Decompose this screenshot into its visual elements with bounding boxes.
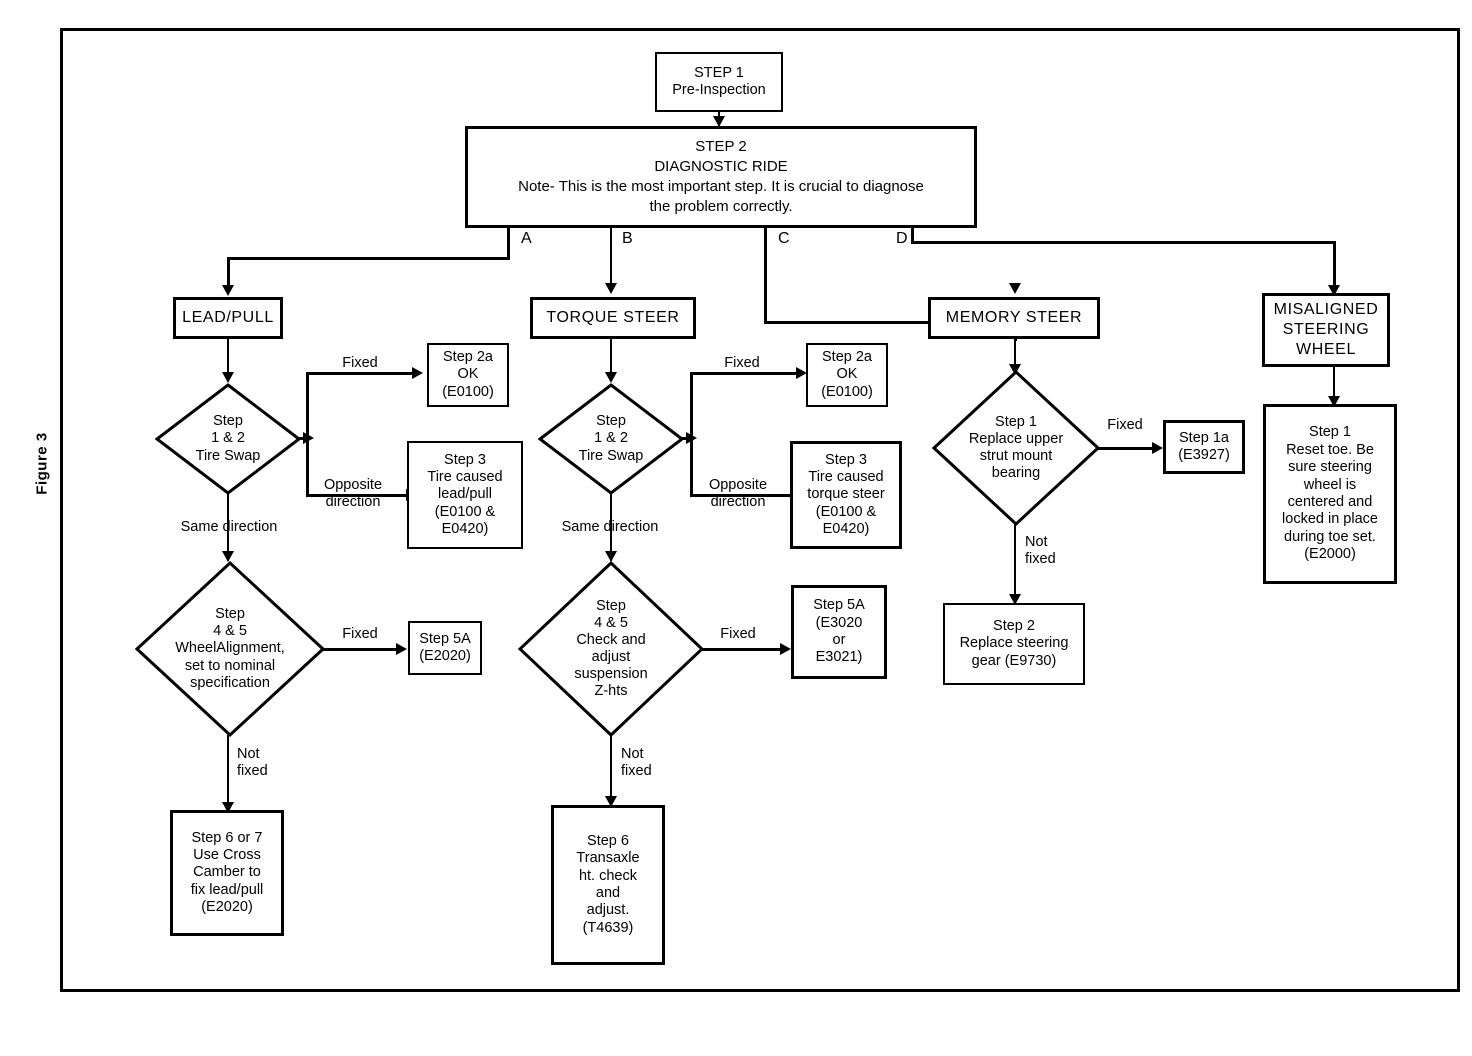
edge-ts-same-direction (610, 493, 612, 561)
edge-branch-c-run (764, 321, 1017, 324)
arrowhead-ts-step45-fixed (780, 643, 791, 655)
edge-misaligned-to-step1 (1333, 367, 1335, 405)
edge-lp-notfixed (227, 735, 229, 811)
arrowhead-torquesteer-tireswap (605, 372, 617, 383)
edge-branch-a-run (227, 257, 510, 260)
arrowhead-lp-fixed (412, 367, 423, 379)
arrowhead-step1-step2 (713, 116, 725, 127)
edge-branch-b (610, 228, 612, 288)
edge-branch-c-drop (764, 228, 767, 324)
node-lp-step-5a: Step 5A (E2020) (408, 621, 482, 675)
node-lp-step-3: Step 3 Tire caused lead/pull (E0100 & E0… (407, 441, 523, 549)
edge-label-lp-notfixed: Not fixed (237, 746, 268, 779)
edge-lp-fixed (306, 372, 416, 375)
branch-label-c: C (778, 230, 790, 247)
arrowhead-ms-notfixed (1009, 594, 1021, 605)
edge-label-ts-opposite: Opposite direction (708, 477, 768, 510)
edge-label-ts-fixed: Fixed (724, 355, 760, 371)
node-memory-steer: MEMORY STEER (928, 297, 1100, 339)
node-torque-steer: TORQUE STEER (530, 297, 696, 339)
arrowhead-lp-same-direction (222, 551, 234, 562)
edge-ts-notfixed (610, 735, 612, 805)
edge-branch-d-run (911, 241, 1335, 244)
arrowhead-branch-b (605, 283, 617, 294)
node-ts-step-2a: Step 2a OK (E0100) (806, 343, 888, 407)
node-step-2: STEP 2 DIAGNOSTIC RIDE Note- This is the… (465, 126, 977, 228)
node-ms-step-2: Step 2 Replace steering gear (E9730) (943, 603, 1085, 685)
edge-ts-fixed (690, 372, 800, 375)
node-ts-step-6: Step 6 Transaxle ht. check and adjust. (… (551, 805, 665, 965)
edge-leadpull-to-tireswap (227, 339, 229, 381)
edge-branch-d-drop (911, 228, 914, 244)
arrowhead-ts-notfixed (605, 796, 617, 807)
arrowhead-ms-fixed (1152, 442, 1163, 454)
edge-label-lp-opposite: Opposite direction (323, 477, 383, 510)
edge-lp-bus (306, 372, 309, 496)
node-lp-step-4-5: Step 4 & 5 WheelAlignment, set to nomina… (135, 561, 325, 737)
node-ts-step-4-5: Step 4 & 5 Check and adjust suspension Z… (518, 561, 704, 737)
diamond-shape-icon (932, 370, 1100, 526)
edge-label-ts-same-direction: Same direction (561, 519, 659, 535)
arrowhead-lp-step45-fixed (396, 643, 407, 655)
edge-branch-d-down (1333, 241, 1336, 289)
edge-lp-opposite (306, 494, 410, 497)
edge-ts-opposite (690, 494, 794, 497)
diamond-shape-icon (135, 561, 325, 737)
node-ts-tire-swap: Step 1 & 2 Tire Swap (538, 383, 684, 495)
arrowhead-branch-d (1328, 285, 1340, 296)
node-ts-step-4-5-label: Step 4 & 5 Check and adjust suspension Z… (574, 597, 648, 700)
edge-ts-step45-fixed (700, 648, 786, 651)
arrowhead-branch-a (222, 285, 234, 296)
branch-label-b: B (622, 230, 633, 247)
edge-memorysteer-to-step1 (1014, 339, 1016, 375)
arrowhead-ts-same-direction (605, 551, 617, 562)
node-lead-pull: LEAD/PULL (173, 297, 283, 339)
edge-label-lp-same-direction: Same direction (180, 519, 278, 535)
arrowhead-ts-fixed (796, 367, 807, 379)
node-ms-step-1: Step 1 Replace upper strut mount bearing (932, 370, 1100, 526)
node-mw-step-1: Step 1 Reset toe. Be sure steering wheel… (1263, 404, 1397, 584)
node-lp-tire-swap: Step 1 & 2 Tire Swap (155, 383, 301, 495)
node-ms-step-1-label: Step 1 Replace upper strut mount bearing (968, 413, 1064, 482)
node-lp-step-2a: Step 2a OK (E0100) (427, 343, 509, 407)
node-ts-tire-swap-label: Step 1 & 2 Tire Swap (578, 413, 644, 464)
edge-lp-same-direction (227, 493, 229, 561)
branch-label-a: A (521, 230, 532, 247)
arrowhead-memorysteer-step1 (1009, 364, 1021, 375)
node-ts-step-3: Step 3 Tire caused torque steer (E0100 &… (790, 441, 902, 549)
edge-label-lp-fixed: Fixed (342, 355, 378, 371)
edge-label-lp-fixed2: Fixed (342, 626, 378, 642)
edge-ms-fixed (1097, 447, 1159, 450)
edge-ts-bus (690, 372, 693, 496)
edge-torquesteer-to-tireswap (610, 339, 612, 381)
figure-border (60, 28, 1460, 992)
node-lp-step-4-5-label: Step 4 & 5 WheelAlignment, set to nomina… (175, 606, 285, 691)
edge-branch-a-drop (507, 228, 510, 260)
edge-ms-notfixed (1014, 524, 1016, 604)
edge-label-ms-fixed: Fixed (1107, 417, 1143, 433)
arrowhead-misaligned-step1 (1328, 396, 1340, 407)
node-lp-tire-swap-label: Step 1 & 2 Tire Swap (195, 413, 261, 464)
node-lp-step-6-or-7: Step 6 or 7 Use Cross Camber to fix lead… (170, 810, 284, 936)
edge-label-ts-notfixed: Not fixed (621, 746, 652, 779)
node-misaligned-steering-wheel: MISALIGNED STEERING WHEEL (1262, 293, 1390, 367)
edge-lp-step45-fixed (322, 648, 402, 651)
node-ms-step-1a: Step 1a (E3927) (1163, 420, 1245, 474)
edge-label-ms-notfixed: Not fixed (1025, 534, 1056, 567)
figure-caption: Figure 3 (33, 432, 51, 495)
edge-branch-a-down (227, 257, 230, 289)
node-ts-step-5a: Step 5A (E3020 or E3021) (791, 585, 887, 679)
node-step-1: STEP 1 Pre-Inspection (655, 52, 783, 112)
edge-label-ts-fixed2: Fixed (720, 626, 756, 642)
arrowhead-branch-c (1009, 283, 1021, 294)
branch-label-d: D (896, 230, 908, 247)
arrowhead-lp-notfixed (222, 802, 234, 813)
arrowhead-leadpull-tireswap (222, 372, 234, 383)
